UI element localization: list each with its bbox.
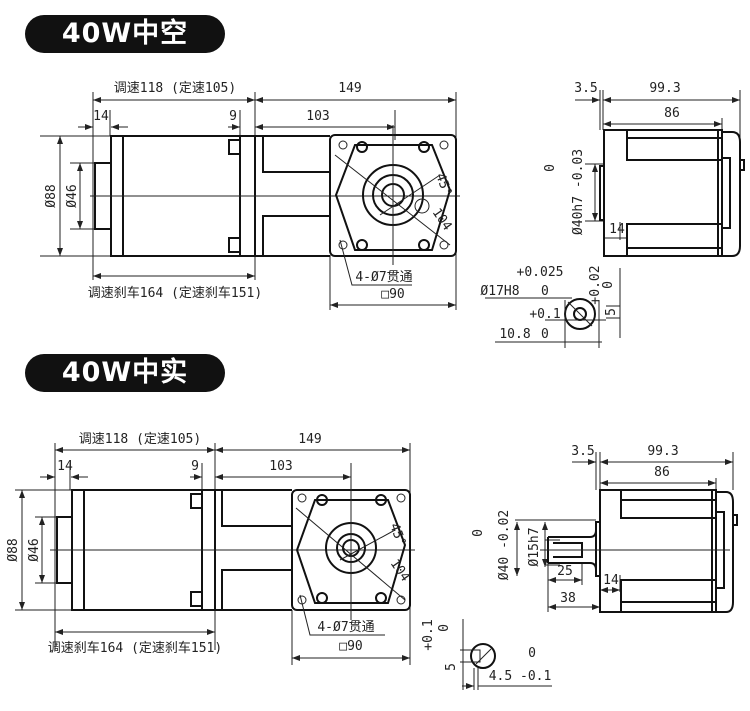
boss-tol-upper: 0: [543, 164, 558, 172]
key-width: 5: [604, 308, 619, 316]
dim-plate: 3.5: [574, 81, 597, 96]
dim-gear-body: 103: [306, 109, 329, 124]
angle-label: 45°: [432, 171, 454, 198]
dim-gear-body: 103: [269, 459, 292, 474]
solid-end-view: 3.5 99.3 86 0 Ø40 -0.02 Ø15h7 25 38 14: [471, 444, 738, 613]
bore-dia: Ø17H8: [480, 284, 519, 299]
square-label: □90: [381, 287, 404, 302]
solid-side-view: 调速118 (定速105) 149 14 9 103 Ø88 Ø46 调速刹车1…: [6, 432, 415, 665]
dim-flange-gap: 9: [191, 459, 199, 474]
hollow-bore-detail: +0.025 Ø17H8 0 +0.1 10.8 0 +0.02 0 5: [480, 265, 621, 348]
key-width-tol-upper: +0.1: [421, 619, 436, 650]
dim-length: 调速118 (定速105): [79, 432, 201, 447]
key-width: 5: [444, 663, 459, 671]
mount-holes-label: 4-Ø7贯通: [317, 620, 374, 635]
key-depth: 10.8: [499, 327, 530, 342]
dim-brake-length: 调速刹车164 (定速刹车151): [88, 285, 262, 301]
key-width-tol: +0.02: [588, 265, 603, 304]
dim-gear-length: 149: [338, 81, 361, 96]
section-title-solid: 40W中实: [25, 354, 225, 392]
dim-rear-cap: 14: [93, 109, 109, 124]
dim-plate: 3.5: [571, 444, 594, 459]
shaft-dia: Ø15h7: [527, 527, 542, 566]
dim-dia-inner: Ø46: [65, 184, 80, 207]
mount-holes-label: 4-Ø7贯通: [355, 270, 412, 285]
dim-rear-cap: 14: [57, 459, 73, 474]
hollow-end-view: 3.5 99.3 86 0 Ø40h7 -0.03 14: [543, 81, 745, 257]
pcd-label: 104: [387, 557, 413, 585]
dim-boss-len: 14: [609, 222, 625, 237]
dim-body: 86: [664, 106, 680, 121]
dim-flange-gap: 9: [229, 109, 237, 124]
dim-total: 99.3: [647, 444, 678, 459]
dim-brake-length: 调速刹车164 (定速刹车151): [48, 640, 222, 656]
hollow-side-view: 调速118 (定速105) 149 14 9 103 Ø88 Ø46 调速刹车1…: [40, 81, 460, 310]
boss-dia: Ø40 -0.02: [497, 510, 512, 580]
boss-dia: Ø40h7 -0.03: [571, 149, 586, 235]
dim-body: 86: [654, 465, 670, 480]
dim-boss-len: 14: [603, 573, 619, 588]
bore-tol-lower: 0: [541, 284, 549, 299]
dim-dia-inner: Ø46: [27, 538, 42, 561]
key-width-tol-lower: 0: [601, 281, 616, 289]
dim-gear-length: 149: [298, 432, 321, 447]
dim-total: 99.3: [649, 81, 680, 96]
section-title-hollow: 40W中空: [25, 15, 225, 53]
angle-label: 45°: [386, 521, 408, 548]
square-label: □90: [339, 639, 362, 654]
dim-shaft-key-len: 25: [557, 564, 573, 579]
bore-tol-upper: +0.025: [517, 265, 564, 280]
key-tol-lower: 0: [541, 327, 549, 342]
key-tol-upper: +0.1: [529, 307, 560, 322]
pcd-label: 104: [429, 206, 455, 234]
key-width-tol-lower: 0: [437, 624, 452, 632]
dim-dia-outer: Ø88: [44, 184, 59, 207]
dim-shaft-len: 38: [560, 591, 576, 606]
dim-dia-outer: Ø88: [6, 538, 21, 561]
boss-tol-upper: 0: [471, 529, 486, 537]
solid-key-detail: +0.1 0 5 0 4.5 -0.1: [421, 619, 552, 690]
key-depth-tol-upper: 0: [528, 646, 536, 661]
dim-length: 调速118 (定速105): [114, 81, 236, 96]
key-depth: 4.5 -0.1: [489, 669, 552, 684]
